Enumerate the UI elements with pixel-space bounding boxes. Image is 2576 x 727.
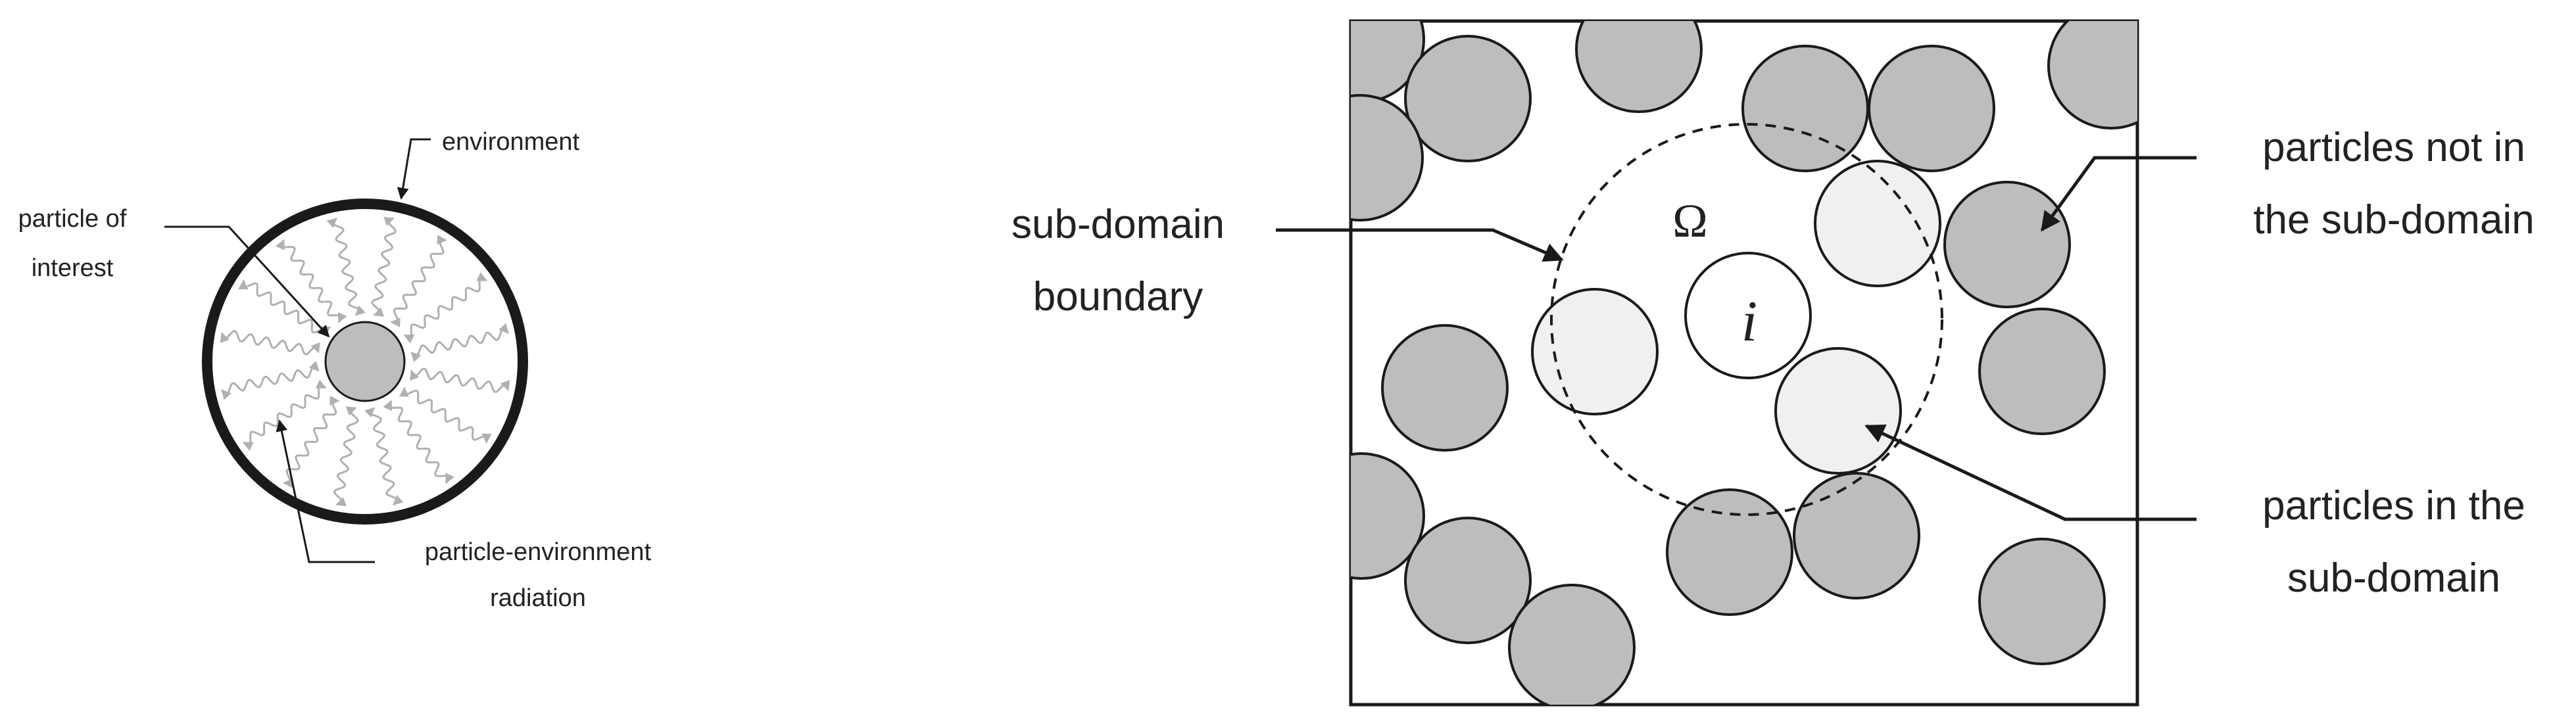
particle-outside [1508,584,1636,705]
omega-symbol: Ω [1672,195,1708,247]
particle-outside [1351,452,1425,580]
radiation-arrow [326,218,366,316]
radiation-arrow [410,367,510,393]
in-subdomain-label-line2: sub-domain [2287,555,2500,601]
left-diagram: environment particle of interest particl… [18,128,652,612]
particle-of-interest [324,321,406,402]
particle-outside [2047,21,2137,129]
radiation-leader [276,419,375,563]
radiation-label-line1: particle-environment [425,538,652,566]
environment-leader [397,138,431,200]
radiation-label-line2: radiation [490,584,586,612]
radiation-arrow [333,406,359,507]
particle-of-interest-label-line1: particle of [18,205,127,233]
not-in-subdomain-label-line1: particles not in [2262,125,2525,170]
radiation-arrow [221,361,320,400]
subdomain-boundary [1550,123,1943,516]
particle-inside [1531,288,1659,415]
subdomain-boundary-label-line1: sub-domain [1011,202,1225,247]
particle-outside [1978,308,2106,435]
particles-group [1351,21,2137,705]
radiation-arrow [220,330,320,356]
particle-outside [1351,94,1424,222]
particle-outside [1666,488,1793,616]
particle-of-interest-label-line2: interest [32,254,114,282]
i-symbol: i [1741,290,1757,354]
subdomain-boundary-label-line2: boundary [1033,274,1203,319]
particle-outside [1381,324,1509,452]
not-in-subdomain-leader [2040,156,2197,232]
particle-outside [1943,181,2071,308]
particle-i [1684,252,1812,379]
particle-outside [1404,35,1532,162]
particle-outside [1868,45,1995,172]
particle-outside [1741,45,1869,172]
in-subdomain-leader [1864,424,2197,521]
particle-of-interest-leader [164,225,330,338]
not-in-subdomain-label-line2: the sub-domain [2253,197,2534,243]
radiation-arrow [371,216,397,317]
particle-outside [1404,517,1532,644]
particle-outside [1793,472,1920,599]
particle-outside [1978,538,2106,665]
subdomain-boundary-leader [1276,228,1564,262]
environment-label: environment [442,128,580,156]
radiation-arrow [364,407,404,505]
particle-outside [1575,21,1703,113]
particle-inside [1814,160,1941,287]
right-diagram: Ω i sub-domain boundary particles not in… [1011,19,2535,707]
radiation-arrows [220,216,510,507]
in-subdomain-label-line1: particles in the [2262,483,2525,528]
radiation-arrow [410,323,509,362]
particle-inside [1774,347,1902,475]
